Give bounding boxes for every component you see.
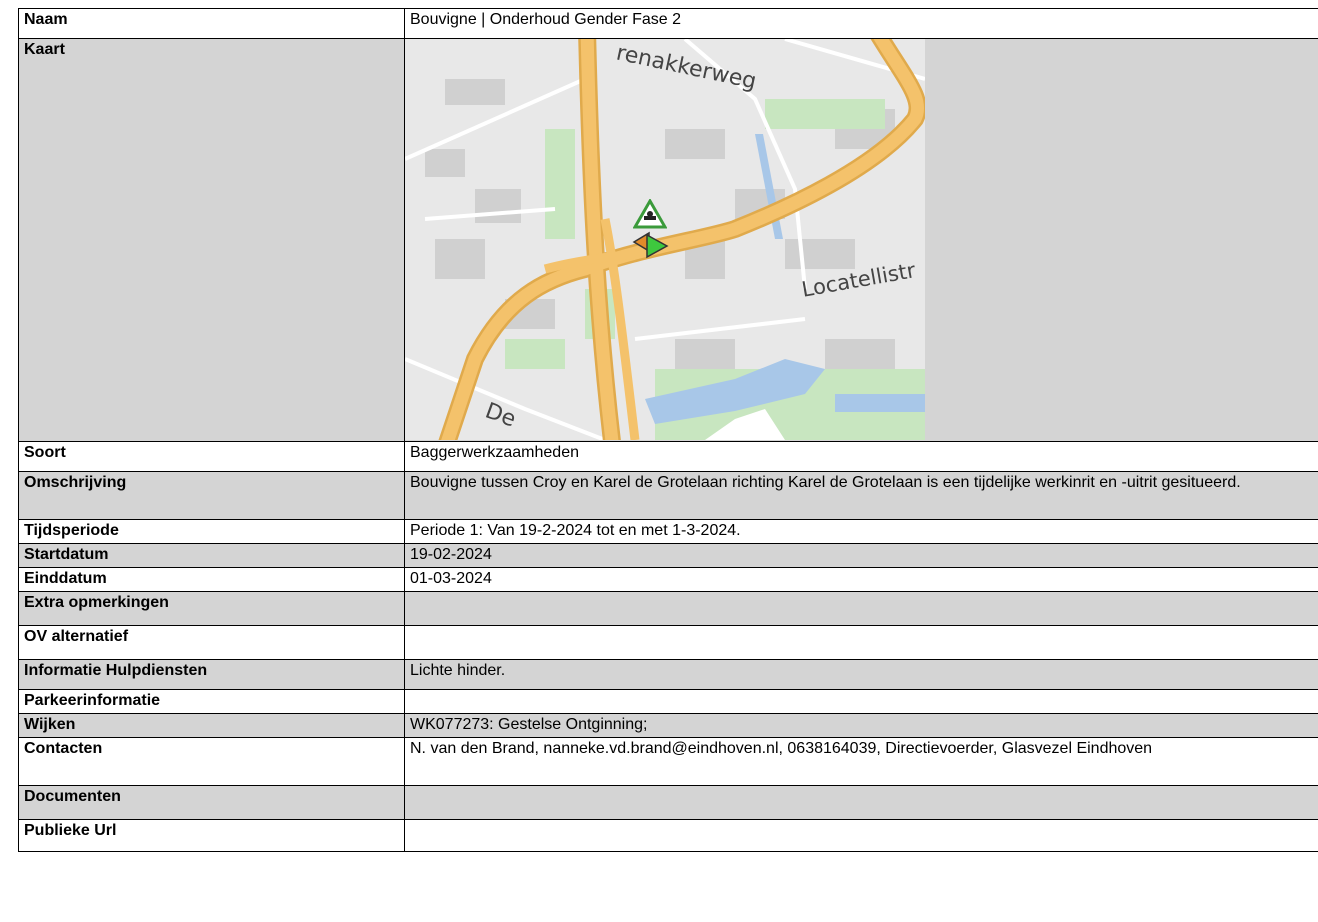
row-value: 19-02-2024 — [404, 543, 1318, 568]
row-value: Periode 1: Van 19-2-2024 tot en met 1-3-… — [404, 519, 1318, 544]
table-row: Parkeerinformatie — [18, 689, 1318, 714]
row-value — [404, 689, 1318, 714]
row-label: Naam — [18, 8, 405, 39]
table-row: Startdatum 19-02-2024 — [18, 543, 1318, 568]
row-value: Lichte hinder. — [404, 659, 1318, 690]
row-label: Kaart — [18, 38, 405, 442]
row-value: N. van den Brand, nanneke.vd.brand@eindh… — [404, 737, 1318, 786]
cut-off-heading — [18, 0, 918, 7]
row-label: Publieke Url — [18, 819, 405, 852]
table-row: Omschrijving Bouvigne tussen Croy en Kar… — [18, 471, 1318, 520]
table-row: Naam Bouvigne | Onderhoud Gender Fase 2 — [18, 8, 1318, 39]
row-label: Startdatum — [18, 543, 405, 568]
row-value — [404, 785, 1318, 820]
info-table: Naam Bouvigne | Onderhoud Gender Fase 2 … — [18, 8, 1318, 852]
roadwork-warning-icon[interactable] — [633, 199, 667, 229]
table-row: Contacten N. van den Brand, nanneke.vd.b… — [18, 737, 1318, 786]
row-value: WK077273: Gestelse Ontginning; — [404, 713, 1318, 738]
row-value — [404, 591, 1318, 626]
table-row: Informatie Hulpdiensten Lichte hinder. — [18, 659, 1318, 690]
row-label: Documenten — [18, 785, 405, 820]
table-row: OV alternatief — [18, 625, 1318, 660]
row-value: Baggerwerkzaamheden — [404, 441, 1318, 472]
row-label: Contacten — [18, 737, 405, 786]
row-label: Einddatum — [18, 567, 405, 592]
map-cell: renakkerweg Locatellistr De — [404, 38, 1318, 442]
row-value — [404, 819, 1318, 852]
row-label: OV alternatief — [18, 625, 405, 660]
table-row: Publieke Url — [18, 819, 1318, 852]
table-row: Tijdsperiode Periode 1: Van 19-2-2024 to… — [18, 519, 1318, 544]
row-label: Parkeerinformatie — [18, 689, 405, 714]
map[interactable]: renakkerweg Locatellistr De — [405, 39, 925, 440]
row-value: Bouvigne tussen Croy en Karel de Grotela… — [404, 471, 1318, 520]
table-row: Wijken WK077273: Gestelse Ontginning; — [18, 713, 1318, 738]
row-label: Tijdsperiode — [18, 519, 405, 544]
green-flag-icon[interactable] — [643, 233, 669, 259]
table-row: Kaart — [18, 38, 1318, 442]
row-label: Extra opmerkingen — [18, 591, 405, 626]
map-graphic — [405, 39, 925, 440]
table-row: Soort Baggerwerkzaamheden — [18, 441, 1318, 472]
row-label: Wijken — [18, 713, 405, 738]
row-value: Bouvigne | Onderhoud Gender Fase 2 — [404, 8, 1318, 39]
row-value: 01-03-2024 — [404, 567, 1318, 592]
table-row: Extra opmerkingen — [18, 591, 1318, 626]
row-label: Soort — [18, 441, 405, 472]
table-row: Einddatum 01-03-2024 — [18, 567, 1318, 592]
row-label: Informatie Hulpdiensten — [18, 659, 405, 690]
row-label: Omschrijving — [18, 471, 405, 520]
table-row: Documenten — [18, 785, 1318, 820]
row-value — [404, 625, 1318, 660]
